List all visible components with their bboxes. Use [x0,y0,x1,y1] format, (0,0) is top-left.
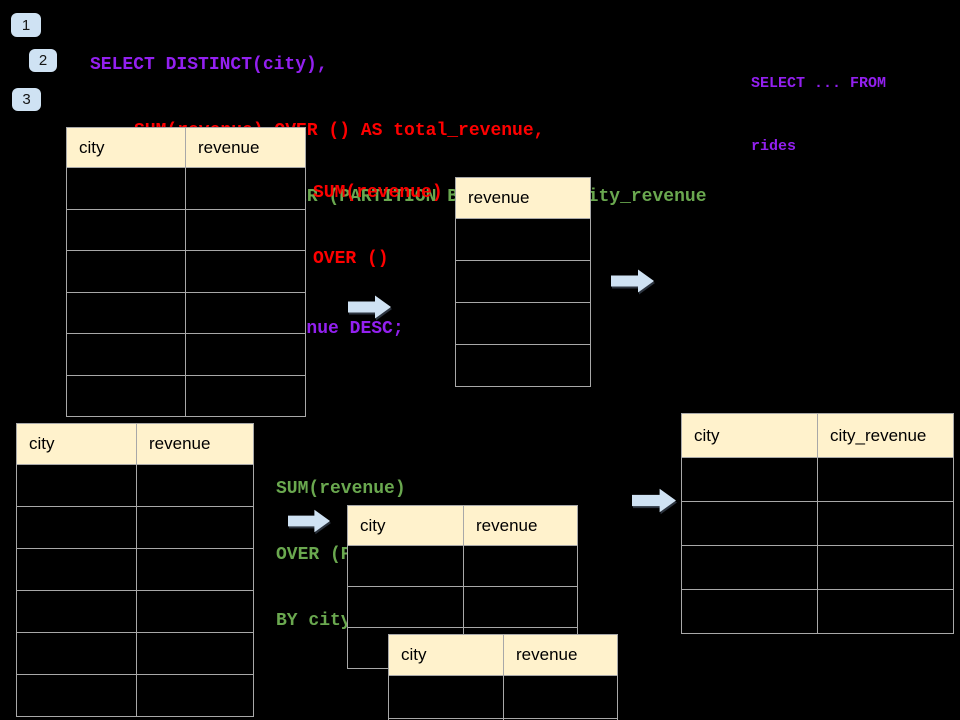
step-badge-2: 2 [29,49,57,72]
empty-table-cell [456,303,591,345]
sql-line-select: SELECT DISTINCT(city), [90,55,328,75]
column-header-city: city [17,424,137,465]
sql-side-note: SELECT ... FROM rides [751,31,886,199]
empty-table-cell [67,334,186,376]
empty-table-cell [137,675,254,717]
column-header-city: city [389,635,504,676]
annotation-line: SUM(revenue) [313,183,443,203]
column-header-city: city [348,506,464,546]
flow-arrow-icon [348,295,391,319]
empty-table-cell [17,507,137,549]
flow-arrow-icon [288,509,331,533]
empty-table-cell [186,251,306,293]
empty-table-cell [818,502,954,546]
annotation-line: SUM(revenue) [276,479,406,499]
column-header-revenue: revenue [464,506,578,546]
empty-table-cell [389,676,504,719]
empty-table-cell [67,292,186,334]
empty-table-cell [348,546,464,587]
empty-table-cell [456,345,591,387]
empty-table-cell [464,587,578,628]
step-badge-1: 1 [11,13,41,37]
empty-table-cell [67,251,186,293]
empty-table-cell [67,209,186,251]
column-header-city_revenue: city_revenue [818,414,954,458]
side-note-line: SELECT ... FROM [751,75,887,92]
empty-table-cell [137,591,254,633]
flow-arrow-icon [611,269,654,293]
empty-table-cell [17,465,137,507]
empty-table-cell [818,590,954,634]
empty-table-cell [17,675,137,717]
empty-table-cell [186,209,306,251]
side-note-line: rides [751,138,797,155]
empty-table-cell [456,261,591,303]
empty-table-cell [682,458,818,502]
column-header-revenue: revenue [504,635,618,676]
empty-table-cell [186,292,306,334]
empty-table-cell [186,168,306,210]
empty-table-cell [682,502,818,546]
table-total-revenue-result: revenue [455,177,591,387]
empty-table-cell [818,458,954,502]
empty-table-cell [186,334,306,376]
annotation-total-revenue: SUM(revenue) OVER () [313,138,443,314]
column-header-city: city [682,414,818,458]
empty-table-cell [137,633,254,675]
empty-table-cell [17,633,137,675]
empty-table-cell [137,507,254,549]
empty-table-cell [137,549,254,591]
annotation-line: OVER () [313,249,389,269]
empty-table-cell [464,546,578,587]
column-header-city: city [67,128,186,168]
empty-table-cell [348,587,464,628]
empty-table-cell [17,549,137,591]
empty-table-cell [186,375,306,417]
step-badge-3: 3 [12,88,41,111]
empty-table-cell [504,676,618,719]
empty-table-cell [456,219,591,261]
empty-table-cell [17,591,137,633]
column-header-revenue: revenue [137,424,254,465]
column-header-revenue: revenue [186,128,306,168]
empty-table-cell [67,375,186,417]
empty-table-cell [137,465,254,507]
empty-table-cell [682,590,818,634]
flow-arrow-icon [632,488,676,513]
empty-table-cell [818,546,954,590]
empty-table-cell [67,168,186,210]
empty-table-cell [682,546,818,590]
column-header-revenue: revenue [456,178,591,219]
